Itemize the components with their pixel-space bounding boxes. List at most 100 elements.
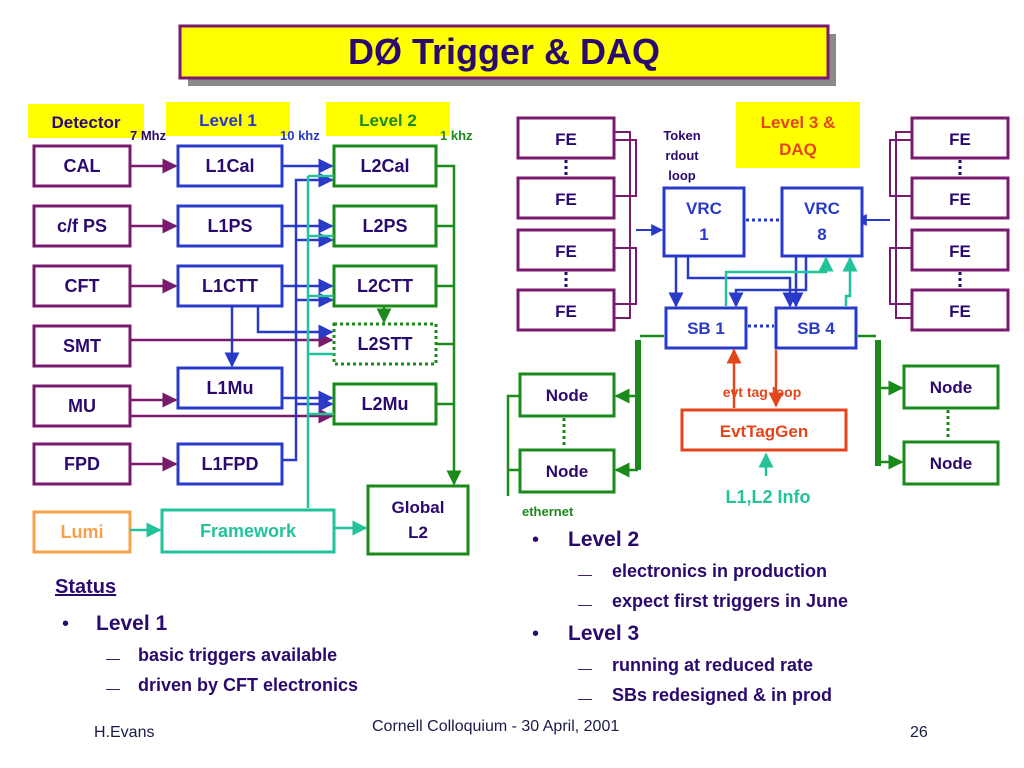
footer-event: Cornell Colloquium - 30 April, 2001 (372, 718, 620, 735)
l2mu-box (332, 382, 438, 426)
level2-boxes: L2Cal L2PS L2CTT L2STT L2Mu (332, 144, 438, 426)
sb1-label: SB 1 (687, 319, 725, 338)
node-label: Node (930, 454, 973, 473)
level1-boxes: L1Cal L1PS L1CTT L1Mu L1FPD (176, 144, 284, 486)
fe-label: FE (555, 302, 577, 321)
detector-label-cft: CFT (65, 276, 100, 296)
dash-icon: — (578, 660, 592, 676)
vrc-sb-connections (668, 256, 858, 308)
fe-label: FE (555, 190, 577, 209)
bullet-icon: • (62, 613, 70, 635)
lumi-label: Lumi (61, 522, 104, 542)
l1ps-label: L1PS (207, 216, 252, 236)
evt-tag-loop-label: evt tag loop (723, 384, 802, 400)
l1cal-label: L1Cal (205, 156, 254, 176)
ethernet-label: ethernet (522, 504, 574, 519)
level1-header (166, 102, 290, 136)
fe-box (910, 288, 1010, 332)
status-level2-item: expect first triggers in June (612, 591, 849, 611)
l2mu-label: L2Mu (362, 394, 409, 414)
l1mu-box (176, 366, 284, 410)
sb1-box (664, 306, 748, 350)
dash-icon: — (578, 596, 592, 612)
lumi-box (32, 510, 132, 554)
vrc8-line2: 8 (817, 225, 826, 244)
framework-label: Framework (200, 521, 297, 541)
detector-header-label: Detector (52, 113, 121, 132)
fe-box (910, 116, 1010, 160)
fe-label: FE (949, 242, 971, 261)
detector-label-cal: CAL (64, 156, 101, 176)
sb4-box (774, 306, 858, 350)
status-heading: Status (55, 576, 117, 598)
global-l2-line1: Global (392, 498, 445, 517)
ethernet-buses (506, 334, 904, 496)
vrc1-line1: VRC (686, 199, 722, 218)
l1fpd-box (176, 442, 284, 486)
detector-label-fpd: FPD (64, 454, 100, 474)
l1fpd-label: L1FPD (201, 454, 258, 474)
global-l2-line2: L2 (408, 523, 428, 542)
node-box-right-bottom (902, 440, 1000, 486)
fe-label: FE (555, 242, 577, 261)
title-box (178, 24, 830, 80)
status-level3-label: Level 3 (568, 622, 640, 645)
status-level1-label: Level 1 (96, 612, 168, 635)
fe-label: FE (949, 302, 971, 321)
node-label: Node (546, 462, 589, 481)
level3-header-line2: DAQ (779, 140, 817, 159)
token-label-line3: loop (668, 168, 695, 183)
detector-box-fpd (32, 442, 132, 486)
l2cal-box (332, 144, 438, 188)
status-level3-item: SBs redesigned & in prod (612, 685, 833, 705)
fe-boxes-right: FE FE FE FE (910, 116, 1010, 332)
fe-box (516, 116, 616, 160)
fe-boxes-left: FE FE FE FE (516, 116, 616, 332)
fe-box (516, 228, 616, 272)
token-label-line1: Token (663, 128, 700, 143)
sb4-label: SB 4 (797, 319, 835, 338)
l1ctt-box (176, 264, 284, 308)
global-l2-box (366, 484, 470, 556)
l2ctt-box (332, 264, 438, 308)
status-level3-item: running at reduced rate (612, 655, 814, 675)
evttaggen-label: EvtTagGen (720, 422, 808, 441)
status-level2-item: electronics in production (612, 561, 828, 581)
evt-tag-loop (726, 348, 784, 408)
node-label: Node (930, 378, 973, 397)
node-label: Node (546, 386, 589, 405)
fe-box (910, 176, 1010, 220)
fe-label: FE (949, 130, 971, 149)
footer-author: H.Evans (94, 724, 155, 741)
rate-10khz: 10 khz (280, 128, 320, 143)
dash-icon: — (106, 650, 120, 666)
l2ctt-label: L2CTT (357, 276, 413, 296)
vrc8-line1: VRC (804, 199, 840, 218)
bullet-icon: • (532, 529, 540, 551)
vrc1-line2: 1 (699, 225, 708, 244)
fe-label: FE (555, 130, 577, 149)
fe-box (516, 176, 616, 220)
l1l2-info-label: L1,L2 Info (726, 487, 811, 507)
l1ctt-label: L1CTT (202, 276, 258, 296)
detector-box-mu (32, 384, 132, 428)
level1-header-label: Level 1 (199, 111, 257, 130)
l2stt-box (332, 322, 438, 366)
fe-box (516, 288, 616, 332)
dash-icon: — (578, 566, 592, 582)
bullet-icon: • (532, 623, 540, 645)
evttaggen-box (680, 408, 848, 452)
l1cal-box (176, 144, 284, 188)
framework-box (160, 508, 336, 554)
fe-label: FE (949, 190, 971, 209)
status-level1-item: basic triggers available (138, 645, 338, 665)
node-box-right-top (902, 364, 1000, 410)
detector-boxes: CAL c/f PS CFT SMT MU FPD Lumi (32, 144, 132, 554)
l1mu-label: L1Mu (207, 378, 254, 398)
rate-7mhz: 7 Mhz (130, 128, 167, 143)
level2-header-label: Level 2 (359, 111, 417, 130)
token-label-line2: rdout (665, 148, 699, 163)
footer-page-number: 26 (910, 724, 928, 741)
detector-header (28, 104, 144, 138)
